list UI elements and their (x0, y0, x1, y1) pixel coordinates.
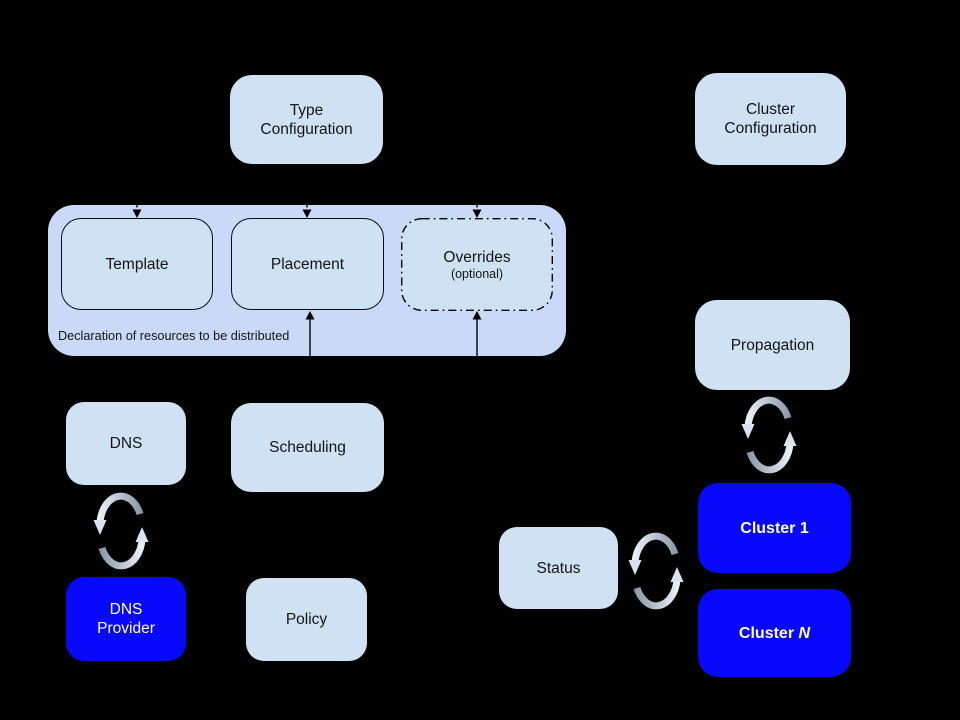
node-dns: DNS (66, 402, 186, 485)
node-label: Policy (285, 611, 328, 628)
node-placement: Placement (231, 218, 384, 310)
node-overrides: Overrides (optional) (401, 218, 553, 311)
group-caption: Declaration of resources to be distribut… (58, 329, 290, 343)
node-label: Cluster 1 (740, 519, 809, 537)
node-dns-provider: DNS Provider (66, 577, 186, 661)
node-label: Cluster N (738, 624, 811, 642)
node-cluster-n: Cluster N (698, 589, 851, 677)
node-cluster-configuration: Cluster Configuration (695, 73, 846, 165)
node-label: Placement (270, 255, 345, 273)
node-label: Scheduling (269, 439, 346, 456)
node-cluster-1: Cluster 1 (698, 483, 851, 573)
node-label: Cluster Configuration (724, 101, 817, 137)
node-label: Status (536, 559, 581, 577)
node-sublabel: (optional) (450, 266, 504, 281)
node-type-configuration: Type Configuration (230, 75, 383, 164)
node-label: Overrides (optional) (443, 248, 511, 281)
node-status: Status (499, 527, 618, 609)
node-label: DNS Provider (97, 601, 155, 637)
dashed-config-arrows (136, 165, 478, 210)
node-propagation: Propagation (695, 300, 850, 390)
node-label: Template (105, 255, 169, 273)
node-label: Type Configuration (260, 101, 353, 138)
sync-icon (94, 496, 149, 566)
node-template: Template (61, 218, 213, 310)
node-scheduling: Scheduling (231, 403, 384, 492)
node-policy: Policy (246, 578, 367, 661)
sync-icon (629, 536, 684, 606)
sync-icon (742, 400, 797, 470)
node-label: DNS (109, 435, 143, 452)
node-label: Propagation (730, 336, 815, 354)
